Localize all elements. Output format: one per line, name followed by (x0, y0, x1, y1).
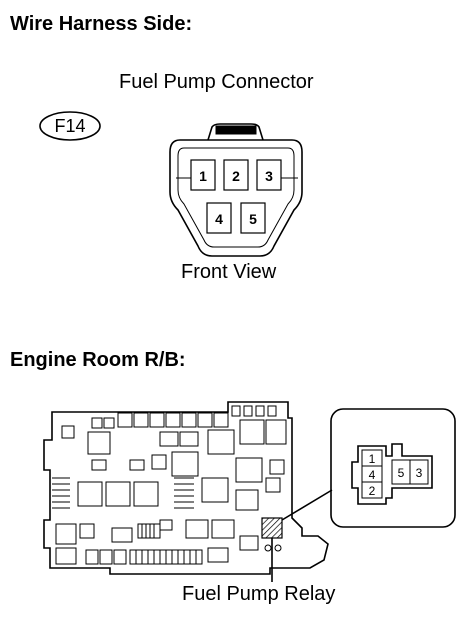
relay-terminal-2: 2 (369, 484, 376, 498)
connector-code-badge: F14 (39, 111, 101, 141)
relay-terminal-callout (330, 408, 456, 528)
relay-terminal-1: 1 (369, 452, 376, 466)
connector-pin-2: 2 (232, 168, 240, 184)
fuel-pump-connector-drawing (169, 123, 303, 257)
relay-terminal-3: 3 (416, 466, 423, 480)
front-view-label: Front View (181, 261, 277, 283)
relay-terminal-5: 5 (398, 466, 405, 480)
engine-room-heading: Engine Room R/B: (10, 349, 186, 371)
connector-code: F14 (54, 116, 85, 136)
connector-pin-3: 3 (265, 168, 273, 184)
connector-pin-1: 1 (199, 168, 207, 184)
connector-title: Fuel Pump Connector (119, 71, 314, 93)
fuel-pump-relay-label: Fuel Pump Relay (182, 583, 335, 605)
fuel-pump-relay-location (261, 517, 283, 539)
relay-block-board (43, 401, 329, 575)
connector-pin-4: 4 (215, 211, 223, 227)
connector-pin-5: 5 (249, 211, 257, 227)
wire-harness-heading: Wire Harness Side: (10, 13, 192, 35)
relay-terminal-4: 4 (369, 468, 376, 482)
callout-pointer-line (281, 489, 333, 521)
